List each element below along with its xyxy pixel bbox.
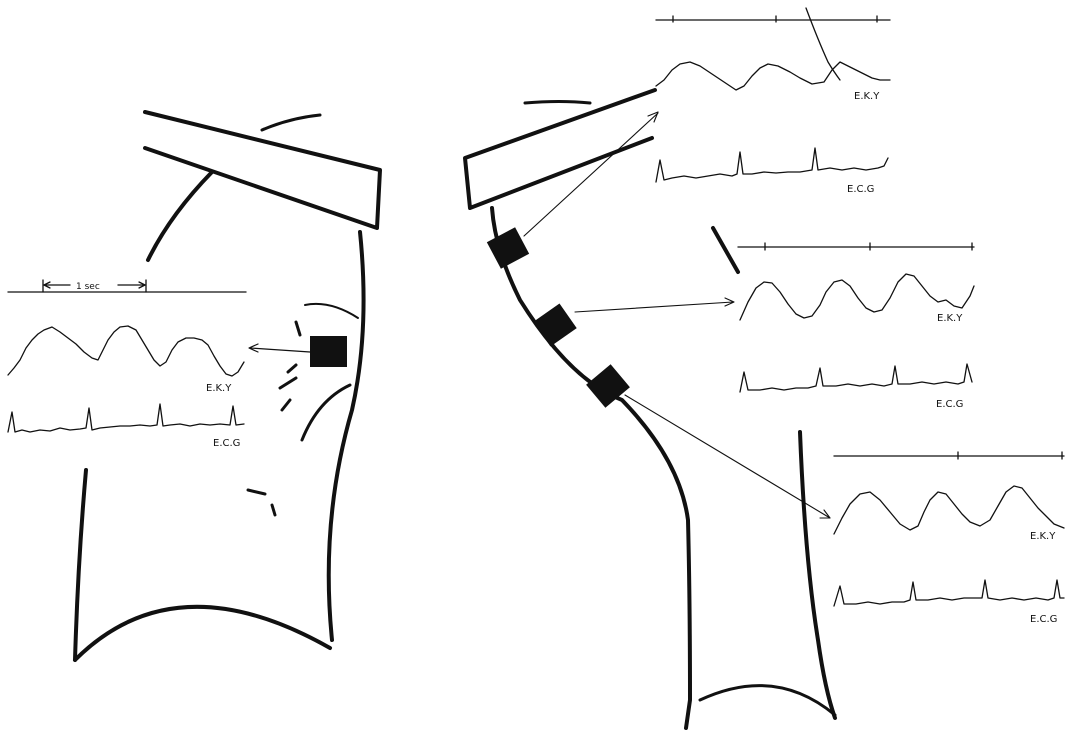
arrow-frontal — [249, 344, 310, 352]
eky-trace-top — [656, 62, 890, 90]
ecg-trace-frontal — [8, 404, 244, 432]
ecg-label-bottom: E.C.G — [1030, 614, 1057, 625]
time-scale-bar — [8, 280, 246, 292]
detector-blocks-lateral — [487, 227, 630, 408]
ecg-trace-middle — [740, 364, 972, 392]
ecg-trace-top — [656, 148, 888, 182]
eky-label-frontal: E.K.Y — [206, 383, 232, 394]
eky-trace-frontal — [8, 326, 244, 376]
lateral-heart-figure — [465, 90, 835, 728]
ecg-label-frontal: E.C.G — [213, 438, 240, 449]
detector-block-upper — [487, 227, 529, 269]
eky-trace-bottom — [834, 486, 1064, 534]
eky-label-bottom: E.K.Y — [1030, 531, 1056, 542]
ecg-label-top: E.C.G — [847, 184, 874, 195]
detector-block-frontal — [310, 336, 347, 367]
ecg-trace-bottom — [834, 580, 1064, 606]
eky-label-middle: E.K.Y — [937, 313, 963, 324]
trace-panel-bottom — [834, 452, 1064, 606]
detector-block-middle — [533, 304, 576, 347]
ecg-label-middle: E.C.G — [936, 399, 963, 410]
time-scale-label: 1 sec — [76, 282, 100, 292]
eky-label-top: E.K.Y — [854, 91, 880, 102]
